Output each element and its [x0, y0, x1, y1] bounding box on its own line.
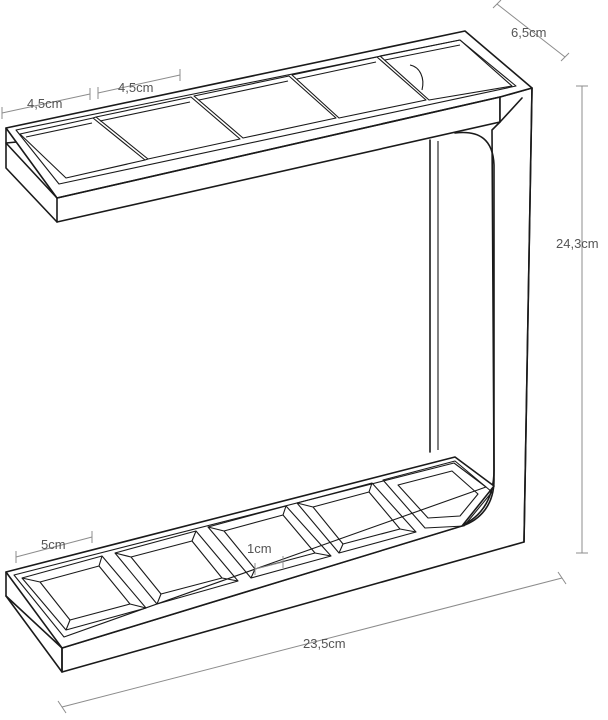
top-slot-width-mid-label: 4,5cm — [118, 80, 153, 95]
top-tray-slot-5 — [379, 39, 513, 101]
bottom-tray-slot-2 — [114, 530, 239, 605]
slot-gap-label: 1cm — [247, 541, 272, 556]
top-tray-slot-2 — [92, 96, 241, 161]
bottom-slot-width-label: 5cm — [41, 537, 66, 552]
depth-label: 6,5cm — [511, 25, 546, 40]
top-slot-width-left-label: 4,5cm — [27, 96, 62, 111]
top-tray-slot-3 — [193, 75, 337, 139]
top-tray — [5, 30, 533, 223]
bottom-tray — [5, 456, 495, 673]
height-label: 24,3cm — [556, 236, 599, 251]
width-label: 23,5cm — [303, 636, 346, 651]
bottom-tray-slot-1 — [21, 555, 147, 631]
bottom-tray-slot-4 — [296, 482, 417, 554]
stand-frame — [5, 87, 533, 673]
top-tray-slot-4 — [291, 56, 427, 119]
bottom-tray-slot-5 — [382, 460, 493, 529]
dimension-lines — [1, 0, 588, 714]
bottom-tray-slot-3 — [207, 505, 332, 579]
